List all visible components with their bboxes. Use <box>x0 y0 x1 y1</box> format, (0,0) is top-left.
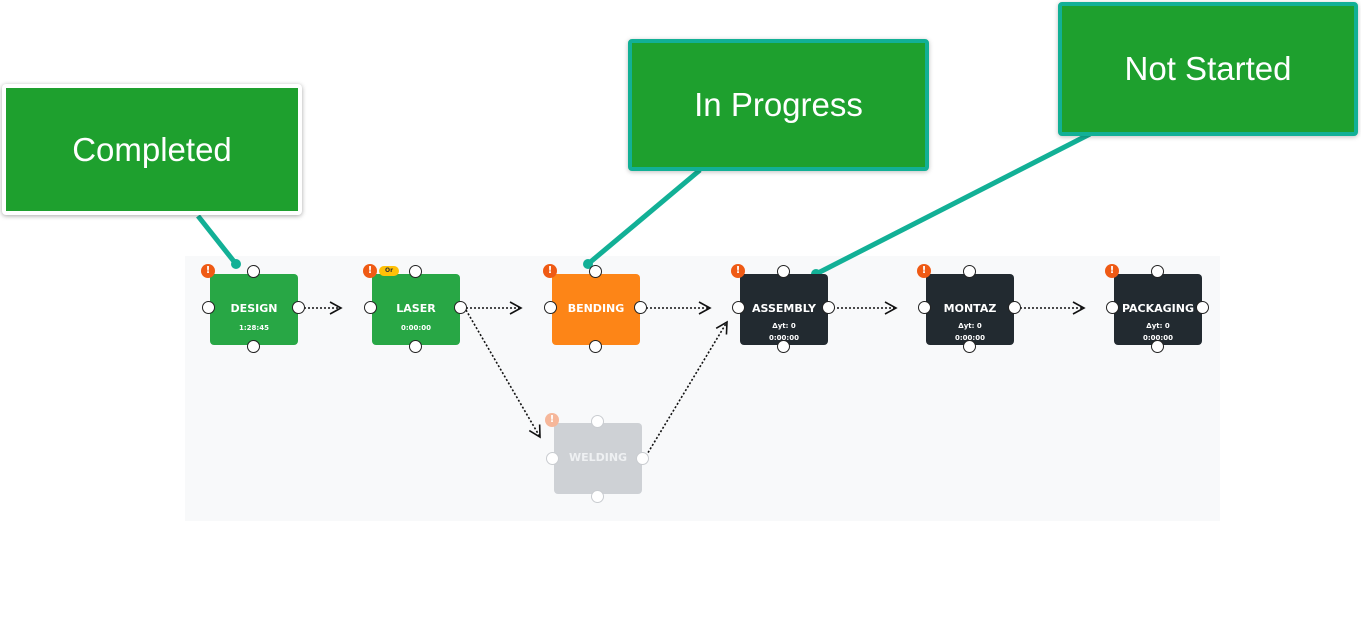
warning-icon[interactable]: ! <box>917 264 931 278</box>
port-left[interactable] <box>918 301 931 314</box>
warning-icon[interactable]: ! <box>1105 264 1119 278</box>
port-top[interactable] <box>777 265 790 278</box>
port-left[interactable] <box>202 301 215 314</box>
node-title: ASSEMBLY <box>752 302 816 315</box>
port-left[interactable] <box>546 452 559 465</box>
port-bottom[interactable] <box>1151 340 1164 353</box>
port-bottom[interactable] <box>589 340 602 353</box>
port-bottom[interactable] <box>777 340 790 353</box>
edge-laser-welding[interactable] <box>465 309 541 439</box>
port-top[interactable] <box>409 265 422 278</box>
callout-in-progress: In Progress <box>628 39 929 171</box>
node-title: MONTAZ <box>943 302 997 315</box>
warning-icon[interactable]: ! <box>363 264 377 278</box>
node-design[interactable]: DESIGN 1:28:45 <box>210 274 298 345</box>
node-time: 0:00:00 <box>955 334 985 342</box>
callout-in-progress-label: In Progress <box>694 86 863 123</box>
port-top[interactable] <box>591 415 604 428</box>
edge-welding-assembly[interactable] <box>645 320 728 457</box>
callout-not-started-label: Not Started <box>1124 50 1292 87</box>
port-right[interactable] <box>292 301 305 314</box>
node-packaging[interactable]: PACKAGING Δyt: 0 0:00:00 <box>1114 274 1202 345</box>
node-time: 1:28:45 <box>239 324 269 332</box>
node-title: BENDING <box>567 302 625 315</box>
port-right[interactable] <box>634 301 647 314</box>
port-bottom[interactable] <box>591 490 604 503</box>
node-title: PACKAGING <box>1121 302 1195 315</box>
port-top[interactable] <box>589 265 602 278</box>
completed-pointer <box>196 214 238 266</box>
warning-icon[interactable]: ! <box>731 264 745 278</box>
port-bottom[interactable] <box>247 340 260 353</box>
or-badge: Or <box>379 266 399 276</box>
completed-pointer-dot <box>231 259 241 269</box>
port-left[interactable] <box>544 301 557 314</box>
port-top[interactable] <box>963 265 976 278</box>
workflow-canvas <box>185 256 1220 521</box>
node-delta: Δyt: 0 <box>958 322 982 330</box>
node-bending[interactable]: BENDING <box>552 274 640 345</box>
port-bottom[interactable] <box>409 340 422 353</box>
node-assembly[interactable]: ASSEMBLY Δyt: 0 0:00:00 <box>740 274 828 345</box>
callout-completed: Completed <box>2 84 302 215</box>
node-welding[interactable]: WELDING <box>554 423 642 494</box>
port-top[interactable] <box>1151 265 1164 278</box>
node-laser[interactable]: LASER 0:00:00 <box>372 274 460 345</box>
node-title: WELDING <box>568 451 628 464</box>
port-top[interactable] <box>247 265 260 278</box>
port-right[interactable] <box>822 301 835 314</box>
node-title: LASER <box>396 302 436 315</box>
node-montaz[interactable]: MONTAZ Δyt: 0 0:00:00 <box>926 274 1014 345</box>
port-left[interactable] <box>732 301 745 314</box>
in-progress-pointer <box>586 168 702 266</box>
port-bottom[interactable] <box>963 340 976 353</box>
node-time: 0:00:00 <box>401 324 431 332</box>
not-started-pointer <box>814 131 1092 277</box>
node-title: DESIGN <box>230 302 278 315</box>
port-right[interactable] <box>1008 301 1021 314</box>
port-right[interactable] <box>454 301 467 314</box>
node-time: 0:00:00 <box>769 334 799 342</box>
warning-icon[interactable]: ! <box>543 264 557 278</box>
callout-completed-label: Completed <box>72 131 232 168</box>
node-delta: Δyt: 0 <box>1146 322 1170 330</box>
node-time: 0:00:00 <box>1143 334 1173 342</box>
port-right[interactable] <box>636 452 649 465</box>
port-left[interactable] <box>364 301 377 314</box>
callout-not-started: Not Started <box>1058 2 1358 136</box>
port-right[interactable] <box>1196 301 1209 314</box>
node-delta: Δyt: 0 <box>772 322 796 330</box>
port-left[interactable] <box>1106 301 1119 314</box>
warning-icon[interactable]: ! <box>201 264 215 278</box>
warning-icon[interactable]: ! <box>545 413 559 427</box>
